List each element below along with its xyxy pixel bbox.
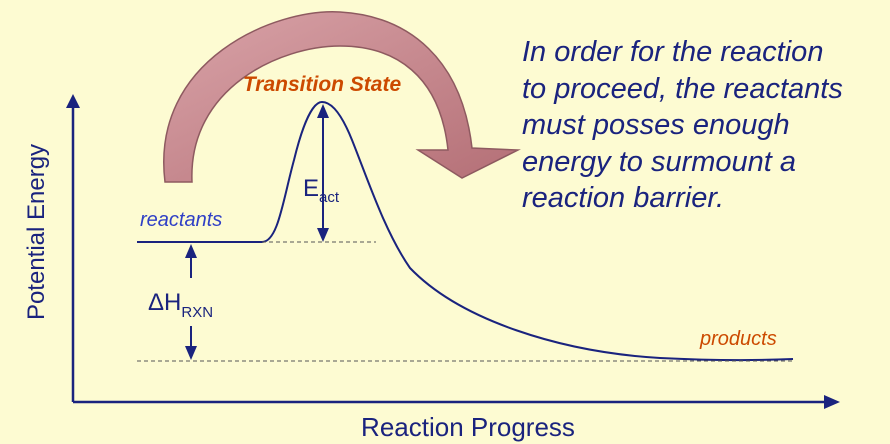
dh-subscript: RXN [181, 304, 213, 321]
products-label: products [699, 328, 777, 350]
reactants-label: reactants [140, 209, 222, 231]
dh-arrowhead-down [185, 346, 197, 360]
e-act-symbol: E [303, 175, 319, 202]
y-axis-arrowhead [66, 94, 80, 108]
x-axis-label: Reaction Progress [361, 412, 575, 442]
description-text: In order for the reaction to proceed, th… [522, 36, 843, 214]
transition-state-label: Transition State [243, 73, 402, 96]
e-act-subscript: act [319, 189, 340, 206]
dh-rxn-label: ΔHRXN [148, 289, 213, 321]
e-act-arrowhead-down [317, 228, 329, 242]
dh-symbol: ΔH [148, 289, 181, 316]
energy-curve [137, 100, 794, 361]
curved-arrow-icon [163, 11, 521, 183]
e-act-label: Eact [303, 175, 340, 206]
e-act-arrowhead-up [317, 104, 329, 118]
y-axis-label: Potential Energy [23, 144, 50, 320]
dh-arrowhead-up [185, 244, 197, 258]
x-axis-arrowhead [824, 395, 840, 409]
